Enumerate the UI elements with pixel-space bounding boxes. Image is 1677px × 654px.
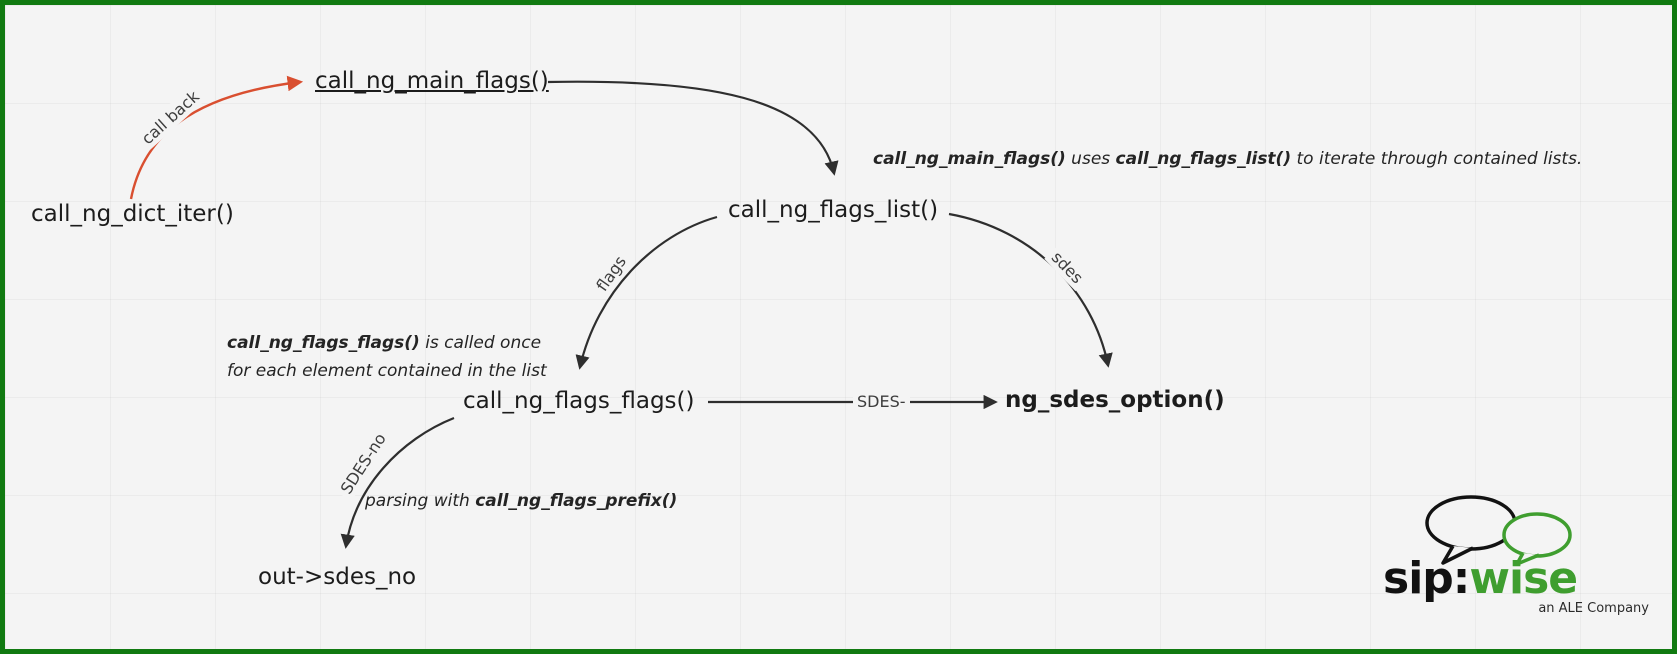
logo-tagline: an ALE Company [1538, 601, 1649, 616]
annotation-line: for each element contained in the list [227, 361, 547, 381]
annotation-fn-main-flags: call_ng_main_flags() [873, 149, 1066, 169]
edge-label-call-back: call back [134, 83, 207, 152]
annotation-fn-flags-flags: call_ng_flags_flags() [227, 333, 420, 353]
annotation-fn-flags-prefix: call_ng_flags_prefix() [475, 491, 678, 511]
node-call-ng-flags-list: call_ng_flags_list() [728, 197, 939, 223]
sipwise-logo: sip:wise an ALE Company [1383, 493, 1655, 616]
edge-label-flags: flags [589, 248, 634, 299]
annotation-main-flags-note: call_ng_main_flags() uses call_ng_flags_… [873, 145, 1582, 173]
annotation-text: to iterate through contained lists. [1291, 149, 1583, 169]
annotation-flags-flags-note: call_ng_flags_flags() is called once for… [227, 329, 547, 385]
annotation-prefix-note: parsing with call_ng_flags_prefix() [365, 487, 677, 515]
node-out-sdes-no: out->sdes_no [258, 564, 417, 590]
node-call-ng-main-flags: call_ng_main_flags() [315, 68, 549, 94]
arrow-mainflags-to-flagslist [547, 80, 839, 176]
node-call-ng-dict-iter: call_ng_dict_iter() [31, 201, 234, 227]
node-call-ng-flags-flags: call_ng_flags_flags() [463, 388, 695, 414]
logo-text-wise: wise [1469, 553, 1578, 604]
speech-bubbles-icon [1425, 495, 1572, 565]
annotation-fn-flags-list: call_ng_flags_list() [1115, 149, 1292, 169]
annotation-text: parsing with [365, 491, 476, 511]
annotation-text: uses [1065, 149, 1116, 169]
logo-text-sip: sip: [1383, 553, 1470, 604]
logo-wordmark: sip:wise [1383, 557, 1655, 601]
edge-label-sdes: sdes [1044, 244, 1091, 291]
annotation-text: is called once [419, 333, 542, 353]
annotation-line: call_ng_flags_flags() is called once [227, 329, 547, 357]
arrow-flagslist-to-sdesoption [948, 212, 1113, 368]
node-ng-sdes-option: ng_sdes_option() [1005, 387, 1225, 413]
edge-label-sdes-dash: SDES- [853, 391, 910, 412]
